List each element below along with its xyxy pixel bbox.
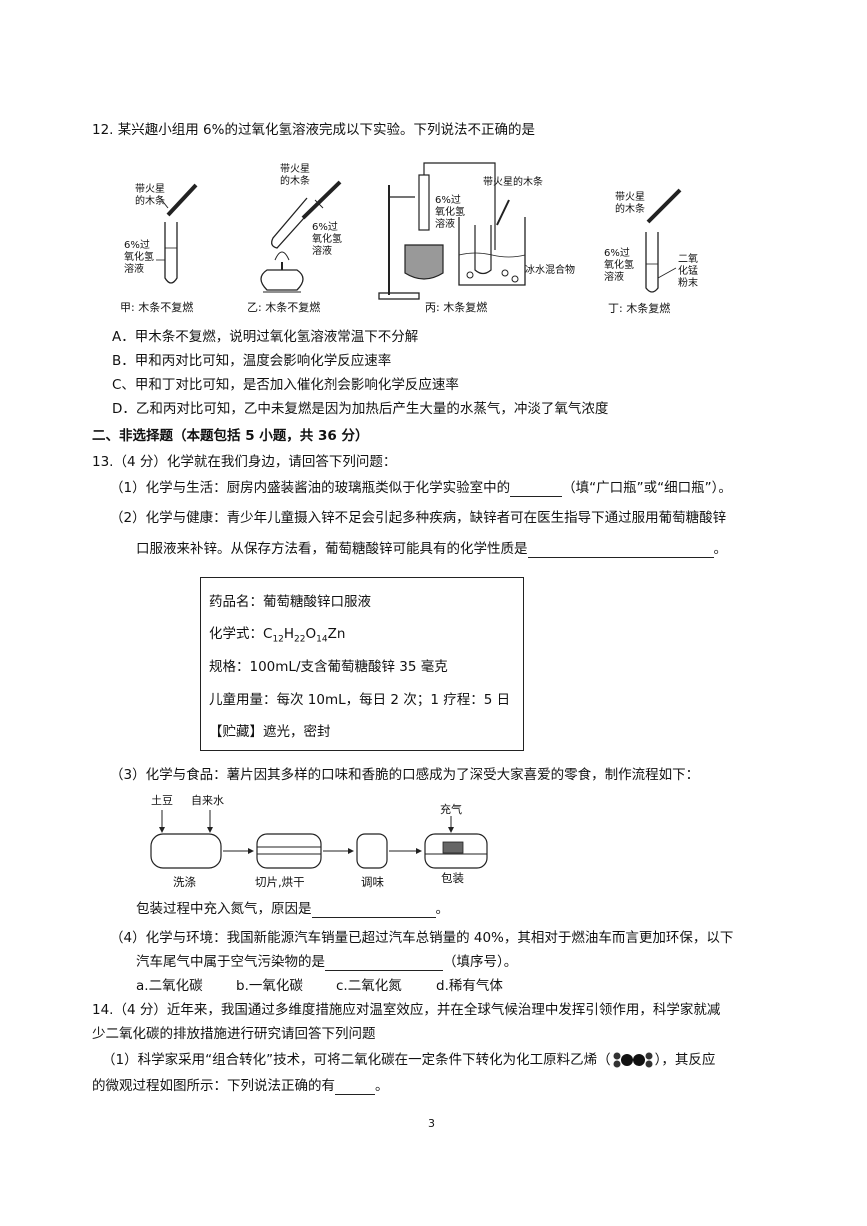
medicine-label-box: 药品名：葡萄糖酸锌口服液 化学式：C12H22O14Zn 规格：100mL/支含… [200,577,524,751]
ding-solution-label: 6%过 氧化氢 溶液 [604,248,634,283]
flow-water: 自来水 [191,794,224,807]
test-tube-ding-icon [645,188,682,293]
flow-season: 调味 [361,875,384,889]
q13-part2-text: 口服液来补锌。从保存方法看，葡萄糖酸锌可能具有的化学性质是 [136,541,528,557]
q13-part2-end: 。 [713,541,728,557]
q13-choice-d: d.稀有气体 [436,978,503,994]
flow-wash: 洗涤 [173,875,196,889]
medicine-spec: 规格：100mL/支含葡萄糖酸锌 35 毫克 [209,659,448,675]
q14-part1-line2: 的微观过程如图所示：下列说法正确的有 。 [92,1077,389,1095]
q13-part1-hint: （填“广口瓶”或“细口瓶”）。 [562,480,732,496]
q13-part4-line1: （4）化学与环境：我国新能源汽车销量已超过汽车总销量的 40%，其相对于燃油车而… [110,930,734,946]
q13-choice-b: b.一氧化碳 [236,978,303,994]
medicine-storage: 【贮藏】遮光，密封 [209,724,331,740]
figure-yi: 带火星 的木条 6%过 氧化氢 溶液 乙: 木条不复燃 [245,160,365,320]
q14-part1-line1: （1）科学家采用“组合转化”技术，可将二氧化碳在一定条件下转化为化工原料乙烯（ ）… [102,1051,715,1069]
q13-part2-line1: （2）化学与健康：青少年儿童摄入锌不足会引起多种疾病，缺锌者可在医生指导下通过服… [110,510,727,526]
q13-part1: （1）化学与生活：厨房内盛装酱油的玻璃瓶类似于化学实验室中的 （填“广口瓶”或“细… [110,479,732,497]
q14-part1-tail: ），其反应 [654,1052,716,1068]
heated-tube-yi-icon [260,180,342,293]
q13-part3-question: 包装过程中充入氮气，原因是 。 [136,900,449,918]
ding-mno2-label: 二氧 化锰 粉末 [678,254,698,289]
flow-potato: 土豆 [151,794,173,807]
formula-prefix: 化学式： [209,626,263,642]
medicine-formula: 化学式：C12H22O14Zn [209,622,345,645]
q13-part1-text: （1）化学与生活：厨房内盛装酱油的玻璃瓶类似于化学实验室中的 [110,480,511,496]
ding-caption: 丁: 木条复燃 [608,302,671,315]
bing-solution-label: 6%过 氧化氢 溶液 [435,195,465,230]
q12-option-d: D．乙和丙对比可知，乙中未复燃是因为加热后产生大量的水蒸气，冲淡了氧气浓度 [112,401,609,417]
jia-stick-label: 带火星 的木条 [135,184,165,207]
figure-bing: 6%过 氧化氢 溶液 带火星的木条 冰水混合物 丙: 木条复燃 [375,155,595,320]
q12-option-b: B．甲和丙对比可知，温度会影响化学反应速率 [112,353,392,369]
q14-stem-line2: 少二氧化碳的排放措施进行研究请回答下列问题 [92,1026,376,1042]
section-heading: 二、非选择题（本题包括 5 小题，共 36 分） [92,428,369,444]
figure-ding: 带火星 的木条 6%过 氧化氢 溶液 二氧 化锰 粉末 丁: 木条复燃 [600,160,710,320]
flow-pack: 包装 [441,871,464,885]
q12-option-c: C、甲和丁对比可知，是否加入催化剂会影响化学反应速率 [112,377,459,393]
q12-stem: 12. 某兴趣小组用 6%的过氧化氢溶液完成以下实验。下列说法不正确的是 [92,122,535,138]
yi-caption: 乙: 木条不复燃 [247,301,321,314]
q13-part4-line2: 汽车尾气中属于空气污染物的是 （填序号）。 [136,953,517,971]
q14-stem-line1: 14.（4 分）近年来，我国通过多维度措施应对温室效应，并在全球气候治理中发挥引… [92,1002,721,1018]
q13-choice-c: c.二氧化氮 [336,978,402,994]
yi-stick-label: 带火星 的木条 [280,164,310,187]
flow-gas: 充气 [440,803,462,816]
bing-stick-label: 带火星的木条 [483,177,543,188]
bing-caption: 丙: 木条复燃 [425,301,488,314]
jia-solution-label: 6%过 氧化氢 溶液 [124,240,154,275]
q13-part2-blank[interactable] [527,543,714,558]
yi-solution-label: 6%过 氧化氢 溶液 [312,222,342,257]
figure-jia: 带火星 的木条 6%过 氧化氢 溶液 甲: 木条不复燃 [110,160,220,320]
q13-part3-blank[interactable] [311,903,436,918]
q12-option-a: A．甲木条不复燃，说明过氧化氢溶液常温下不分解 [112,329,419,345]
test-tube-jia-icon [156,183,198,284]
flow-chart: 土豆 自来水 充气 洗涤 切片,烘干 调味 包装 [145,792,505,892]
flow-diagram-icon [150,810,488,869]
q13-part3-question-text: 包装过程中充入氮气，原因是 [136,901,312,917]
q14-part1-question: 的微观过程如图所示：下列说法正确的有 [92,1078,335,1094]
q13-part3: （3）化学与食品：薯片因其多样的口味和香脆的口感成为了深受大家喜爱的零食，制作流… [110,767,700,783]
q14-part1-text: （1）科学家采用“组合转化”技术，可将二氧化碳在一定条件下转化为化工原料乙烯（ [102,1052,611,1068]
q14-part1-blank[interactable] [335,1080,375,1095]
ethylene-molecule-icon [611,1052,655,1068]
q13-part4-text: 汽车尾气中属于空气污染物的是 [136,954,325,970]
q13-part1-blank[interactable] [510,482,563,497]
ding-stick-label: 带火星 的木条 [615,192,645,215]
jia-caption: 甲: 木条不复燃 [120,301,194,314]
q13-part4-blank[interactable] [325,956,443,971]
q14-part1-end: 。 [375,1078,389,1094]
medicine-dose: 儿童用量：每次 10mL，每日 2 次；1 疗程：5 日 [209,692,511,708]
medicine-name: 药品名：葡萄糖酸锌口服液 [209,594,371,610]
q13-part4-hint: （填序号）。 [443,954,518,970]
flow-slice: 切片,烘干 [255,875,305,889]
q13-part3-end: 。 [435,901,450,917]
q13-stem: 13.（4 分）化学就在我们身边，请回答下列问题： [92,454,397,470]
bing-ice-label: 冰水混合物 [525,265,575,276]
q13-choice-a: a.二氧化碳 [136,978,203,994]
apparatus-bing-icon [378,162,526,300]
q13-part2-line2: 口服液来补锌。从保存方法看，葡萄糖酸锌可能具有的化学性质是 。 [136,540,727,558]
page-number: 3 [428,1117,435,1130]
formula-display: C12H22O14Zn [263,626,346,645]
